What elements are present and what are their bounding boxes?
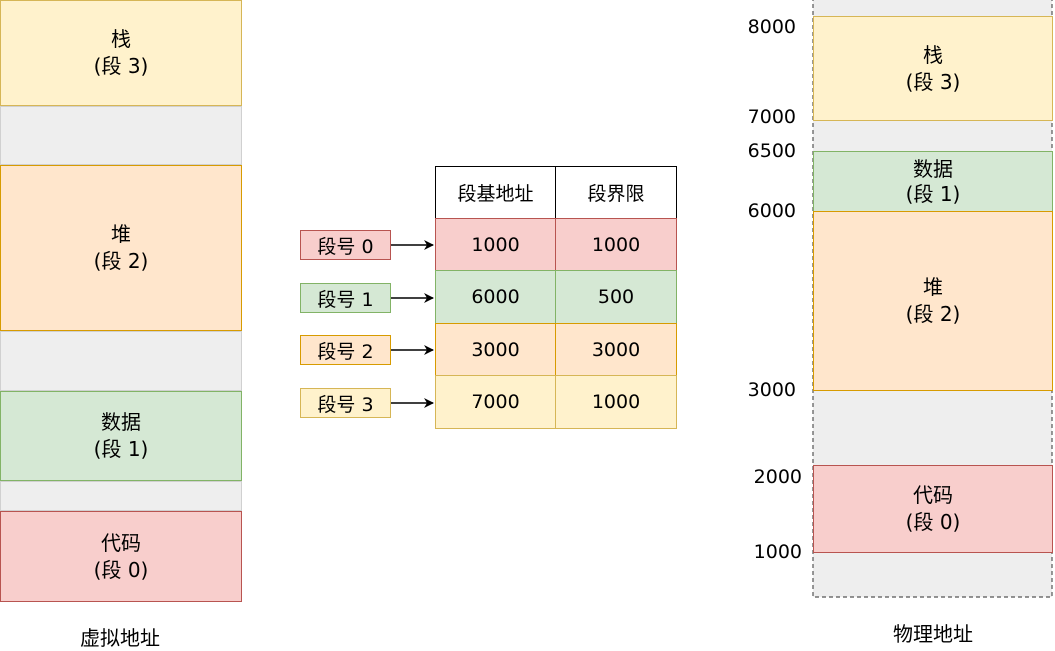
virtual-heap-segment: 堆 (段 2) <box>0 165 242 331</box>
virtual-data-seg: (段 1) <box>93 437 149 461</box>
virtual-stack-seg: (段 3) <box>93 54 149 78</box>
address-label-1000: 1000 <box>753 541 802 563</box>
segment-label-3: 段号 3 <box>300 388 391 418</box>
address-label-6000: 6000 <box>747 200 796 222</box>
virtual-gap-2 <box>0 331 242 391</box>
row0-limit: 1000 <box>555 218 677 271</box>
virtual-heap-name: 堆 <box>111 222 131 246</box>
physical-code-seg: (段 0) <box>905 510 961 534</box>
address-label-7000: 7000 <box>747 106 796 128</box>
row2-base: 3000 <box>435 323 556 376</box>
segment-label-2: 段号 2 <box>300 335 391 365</box>
virtual-code-name: 代码 <box>101 530 141 555</box>
physical-stack-seg: (段 3) <box>905 69 961 94</box>
physical-address-caption: 物理地址 <box>893 622 973 646</box>
row3-base: 7000 <box>435 375 556 429</box>
physical-stack-name: 栈 <box>923 42 943 67</box>
virtual-data-name: 数据 <box>101 410 141 434</box>
virtual-stack-segment: 栈 (段 3) <box>0 0 242 106</box>
header-limit: 段界限 <box>555 166 677 219</box>
row1-base: 6000 <box>435 270 556 324</box>
header-base: 段基地址 <box>435 166 556 219</box>
physical-heap-seg: (段 2) <box>905 302 961 326</box>
physical-heap-name: 堆 <box>923 275 943 299</box>
virtual-gap-3 <box>0 481 242 511</box>
address-label-2000: 2000 <box>753 466 802 488</box>
segment-label-0: 段号 0 <box>300 230 391 260</box>
physical-stack-segment: 栈 (段 3) <box>813 16 1053 121</box>
physical-data-seg: (段 1) <box>905 181 961 206</box>
row3-limit: 1000 <box>555 375 677 429</box>
address-label-6500: 6500 <box>747 140 796 162</box>
virtual-code-seg: (段 0) <box>93 557 149 582</box>
segment-label-1: 段号 1 <box>300 283 391 313</box>
virtual-gap-1 <box>0 106 242 165</box>
virtual-stack-name: 栈 <box>111 27 131 51</box>
physical-data-segment: 数据 (段 1) <box>813 151 1053 212</box>
virtual-address-caption: 虚拟地址 <box>80 626 160 650</box>
physical-heap-segment: 堆 (段 2) <box>813 211 1053 391</box>
virtual-data-segment: 数据 (段 1) <box>0 391 242 481</box>
physical-code-name: 代码 <box>913 483 953 507</box>
row1-limit: 500 <box>555 270 677 324</box>
virtual-code-segment: 代码 (段 0) <box>0 511 242 602</box>
virtual-heap-seg: (段 2) <box>93 249 149 273</box>
address-label-3000: 3000 <box>747 379 796 401</box>
physical-data-name: 数据 <box>913 156 953 181</box>
physical-code-segment: 代码 (段 0) <box>813 465 1053 553</box>
address-label-8000: 8000 <box>747 16 796 38</box>
